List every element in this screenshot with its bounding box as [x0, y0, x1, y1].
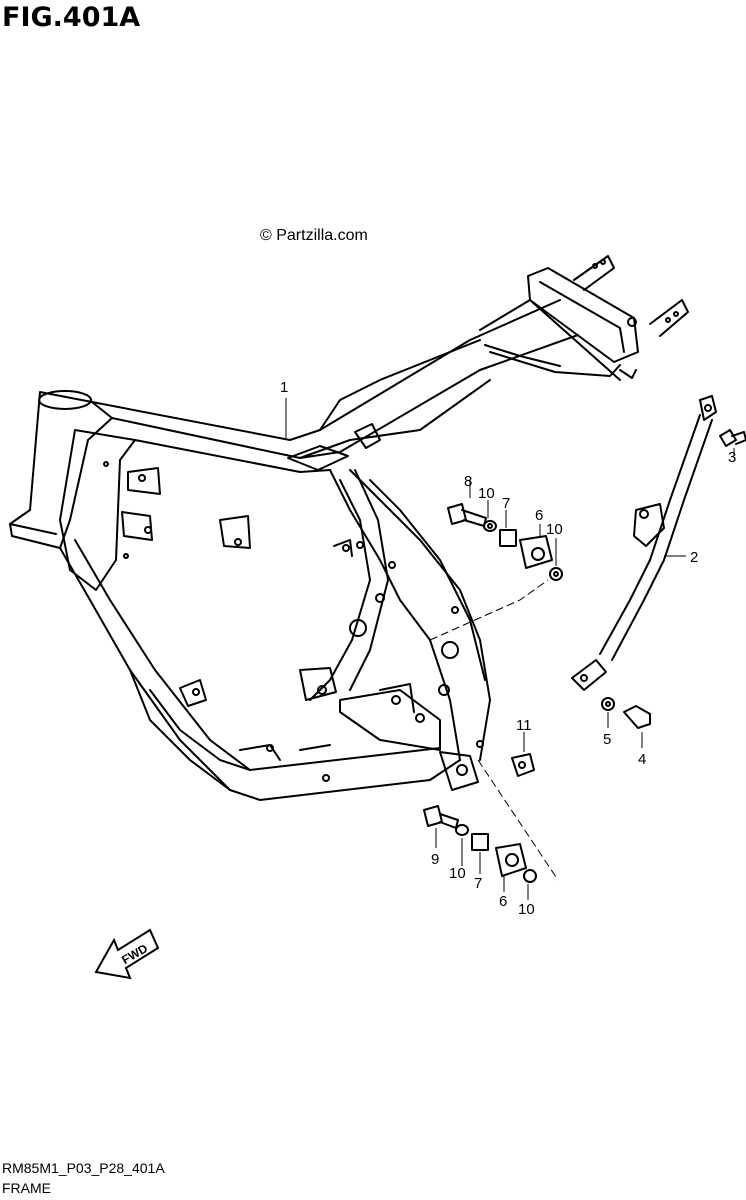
figure-title: FIG.401A — [2, 2, 141, 33]
leader-lines — [285, 398, 735, 900]
diagram-code: RM85M1_P03_P28_401A — [2, 1160, 165, 1176]
callout-7-lower: 7 — [474, 875, 482, 892]
copyright-watermark: © Partzilla.com — [260, 227, 368, 244]
callout-10-upper-a: 10 — [478, 485, 495, 502]
callout-2: 2 — [690, 549, 698, 566]
callout-10-lower-b: 10 — [518, 901, 535, 918]
callout-6-upper: 6 — [535, 507, 543, 524]
callout-8: 8 — [464, 473, 472, 490]
callout-4: 4 — [638, 751, 646, 768]
diagram-name: FRAME — [2, 1180, 51, 1196]
callout-6-lower: 6 — [499, 893, 507, 910]
callout-9: 9 — [431, 851, 439, 868]
bolt-3 — [719, 429, 746, 447]
bolt-4-washer-5 — [601, 697, 651, 729]
callout-11: 11 — [516, 717, 532, 734]
upper-mount-hardware — [447, 503, 563, 581]
fwd-arrow: FWD — [94, 928, 160, 980]
callout-3: 3 — [728, 449, 736, 466]
callout-5: 5 — [603, 731, 611, 748]
rear-frame-strut — [571, 395, 717, 691]
main-frame — [9, 255, 689, 801]
callout-7-upper: 7 — [502, 495, 510, 512]
reference-lines — [429, 579, 559, 881]
lower-mount-hardware — [423, 805, 537, 883]
nut-11 — [511, 753, 535, 777]
callout-10-lower-a: 10 — [449, 865, 466, 882]
callout-10-upper-b: 10 — [546, 521, 563, 538]
callout-1: 1 — [280, 379, 288, 396]
